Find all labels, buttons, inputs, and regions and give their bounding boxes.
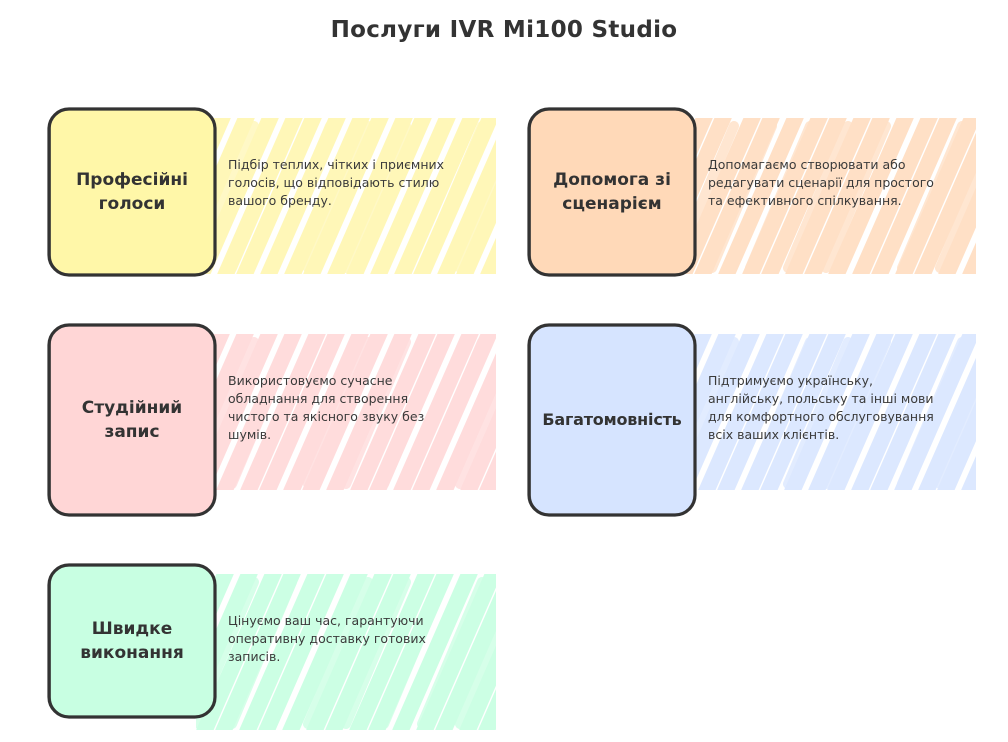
service-item-script-help: Допомога зі сценарієм Допомагаємо створю… bbox=[526, 106, 986, 286]
service-item-fast-delivery: Швидке виконання Цінуємо ваш час, гарант… bbox=[46, 562, 506, 742]
service-item-studio-recording: Студійний запис Використовуємо сучасне о… bbox=[46, 322, 506, 517]
service-item-professional-voices: Професійні голоси Підбір теплих, чітких … bbox=[46, 106, 506, 286]
service-description: Використовуємо сучасне обладнання для ст… bbox=[228, 373, 425, 442]
service-label: Професійні голоси bbox=[76, 170, 188, 214]
service-description: Цінуємо ваш час, гарантуючи оперативну д… bbox=[228, 613, 426, 664]
hatch-strokes bbox=[196, 574, 496, 730]
service-label: Багатомовність bbox=[542, 410, 682, 429]
service-description: Підбір теплих, чітких і приємних голосів… bbox=[228, 157, 445, 208]
description-hatch-background bbox=[196, 574, 496, 730]
service-description: Допомагаємо створювати або редагувати сц… bbox=[708, 157, 934, 208]
service-label: Швидке виконання bbox=[80, 619, 184, 663]
service-box bbox=[47, 563, 217, 719]
service-box bbox=[47, 107, 217, 277]
hatch-strokes bbox=[676, 334, 976, 490]
service-box bbox=[527, 323, 697, 517]
hatch-strokes bbox=[196, 334, 496, 490]
service-description: Підтримуємо українську, англійську, поль… bbox=[708, 373, 934, 442]
service-item-multilingual: Багатомовність Підтримуємо українську, а… bbox=[526, 322, 986, 517]
service-box bbox=[527, 107, 697, 277]
diagram-title: Послуги IVR Mi100 Studio bbox=[330, 17, 678, 43]
description-hatch-background bbox=[196, 334, 496, 490]
description-hatch-background bbox=[676, 334, 976, 490]
service-box bbox=[47, 323, 217, 517]
service-label: Студійний запис bbox=[81, 398, 183, 442]
service-label: Допомога зі сценарієм bbox=[553, 170, 671, 214]
